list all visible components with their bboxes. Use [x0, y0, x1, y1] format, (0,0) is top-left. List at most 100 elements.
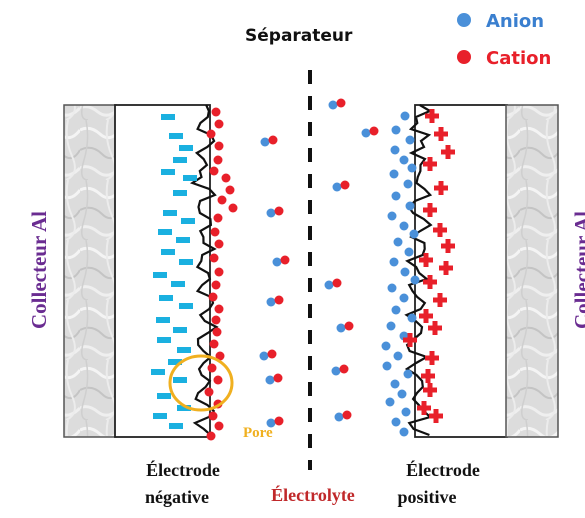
cation-ion: [209, 166, 219, 176]
ion-pair: [334, 410, 352, 422]
legend-cation-dot: [457, 50, 471, 64]
positive-charge-mark: [441, 239, 455, 253]
anion-ion: [381, 341, 391, 351]
positive-charge-mark: [423, 203, 437, 217]
cation-ion: [214, 239, 224, 249]
anion-ion: [334, 412, 344, 422]
cation-ion: [268, 135, 278, 145]
anion-ion: [266, 418, 276, 428]
anion-ion: [397, 389, 407, 399]
cation-ion: [206, 129, 216, 139]
anion-ion: [399, 293, 409, 303]
positive-charge-mark: [423, 383, 437, 397]
ion-pair: [266, 206, 284, 218]
positive-charge-mark: [429, 409, 443, 423]
positive-charge-mark: [425, 109, 439, 123]
positive-charge-mark: [434, 181, 448, 195]
cation-ion: [267, 349, 277, 359]
legend-cation-label: Cation: [486, 48, 551, 69]
cation-ion: [217, 195, 227, 205]
anion-ion: [403, 369, 413, 379]
cation-ion: [211, 280, 221, 290]
anion-ion: [390, 145, 400, 155]
cation-ion: [207, 363, 217, 373]
electrode-positive-label-line1: Électrode: [406, 459, 480, 480]
anion-ion: [404, 247, 414, 257]
anion-ion: [266, 297, 276, 307]
negative-charge-mark: [153, 413, 167, 419]
anion-ion: [393, 351, 403, 361]
cation-ion: [273, 373, 283, 383]
cation-ion: [339, 364, 349, 374]
anion-ion: [407, 313, 417, 323]
cation-ion: [336, 98, 346, 108]
negative-charge-mark: [151, 369, 165, 375]
anion-ion: [400, 111, 410, 121]
cation-ion: [209, 253, 219, 263]
negative-pore-curve: [189, 104, 219, 436]
negative-charge-mark: [161, 249, 175, 255]
anion-ion: [328, 100, 338, 110]
cation-ion: [210, 227, 220, 237]
negative-charge-mark: [173, 327, 187, 333]
negative-electrode-pore-surface: [189, 104, 219, 436]
cation-ion: [214, 267, 224, 277]
electrode-negative-label-line2: négative: [145, 487, 209, 507]
ion-pair: [266, 416, 284, 428]
electrode-negative-body: [114, 104, 211, 438]
ion-pair: [324, 278, 342, 290]
anion-ion: [361, 128, 371, 138]
negative-charge-mark: [173, 157, 187, 163]
cation-ion: [208, 292, 218, 302]
anion-ion: [259, 351, 269, 361]
anion-ion: [391, 417, 401, 427]
collector-left-block: [63, 104, 117, 438]
negative-charge-mark: [179, 303, 193, 309]
ion-pair: [260, 135, 278, 147]
negative-charge-mark: [158, 229, 172, 235]
positive-charge-mark: [439, 261, 453, 275]
anion-ion: [409, 229, 419, 239]
ion-pair: [266, 295, 284, 307]
negative-charge-mark: [156, 317, 170, 323]
cation-ion: [209, 339, 219, 349]
cation-ion: [208, 411, 218, 421]
anion-ion: [387, 283, 397, 293]
negative-charge-mark: [163, 210, 177, 216]
cation-ion: [215, 351, 225, 361]
collector-right-block: [505, 104, 559, 438]
separator-title: Séparateur: [245, 26, 353, 46]
negative-charges: [151, 114, 197, 429]
positive-charge-mark: [423, 157, 437, 171]
anion-ion: [407, 163, 417, 173]
anion-ion: [401, 407, 411, 417]
negative-charge-mark: [168, 359, 182, 365]
positive-charge-mark: [425, 351, 439, 365]
legend-anion-label: Anion: [486, 11, 544, 32]
anion-ion: [399, 155, 409, 165]
anion-ion: [385, 397, 395, 407]
ion-pair: [331, 364, 349, 376]
cation-ion: [221, 173, 231, 183]
negative-charge-mark: [157, 337, 171, 343]
anion-ion: [393, 237, 403, 247]
positive-charge-mark: [419, 309, 433, 323]
cation-ion: [214, 141, 224, 151]
anion-ion: [336, 323, 346, 333]
cation-ion: [225, 185, 235, 195]
anion-ion: [391, 125, 401, 135]
anion-ion: [405, 135, 415, 145]
cation-ion: [228, 203, 238, 213]
negative-charge-mark: [161, 114, 175, 120]
negative-charge-mark: [171, 281, 185, 287]
positive-charge-mark: [419, 253, 433, 267]
anion-ion: [389, 257, 399, 267]
positive-charge-mark: [423, 275, 437, 289]
anion-ion: [260, 137, 270, 147]
ion-pair: [265, 373, 283, 385]
anion-ion: [399, 221, 409, 231]
cation-ion: [274, 416, 284, 426]
negative-charge-mark: [159, 295, 173, 301]
electrode-positive-label-line2: positive: [397, 487, 456, 507]
negative-charge-mark: [179, 145, 193, 151]
